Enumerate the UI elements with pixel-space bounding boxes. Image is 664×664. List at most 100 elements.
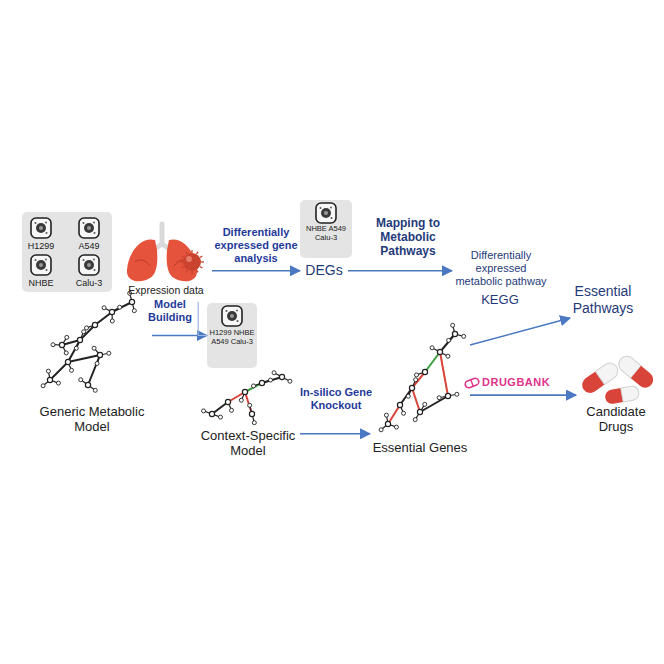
virus-spike [200,267,203,269]
network-link [412,388,420,412]
cell-icon [31,218,51,238]
network-leaf [462,334,466,338]
node-text: Context-Specific Model [196,428,300,459]
cell-icon [79,218,99,238]
step-label: Mapping to Metabolic Pathways [368,216,448,258]
network-leaf [65,335,69,339]
cell-icon [316,203,336,223]
network-leaf [56,381,60,385]
result-label: Essential Pathways [556,282,650,318]
flow-arrow [470,394,576,396]
network-illustration [41,291,136,392]
network-leaf [202,409,206,413]
network-node [65,359,70,364]
lung-illustration [127,224,197,281]
network-node [59,342,64,347]
network-leaf [384,413,388,417]
virus-spike [197,252,199,255]
network-leaf [79,378,83,382]
cell-panel [207,303,257,368]
cell-line-panel: H1299 A549NHBE Calu-3 [22,212,112,292]
network-leaf [252,421,256,425]
network-link [425,352,440,372]
network-leaf [92,346,96,350]
step-label: DRUGBANK [482,376,572,389]
network-node [417,409,422,414]
network-leaf [447,338,451,342]
network-link [440,352,448,396]
network-link [50,362,68,380]
network-link [245,392,252,414]
network-link [420,396,448,412]
step-label: Differentially expressed gene analysis [214,226,298,265]
virus-spike [182,256,185,258]
cell-icon [31,255,51,275]
network-node [225,399,230,404]
network-leaf [110,319,114,323]
network-illustration [379,323,466,431]
virus-spike [186,270,188,273]
virus-spike [180,261,183,262]
node-text: Candidate Drugs [576,404,656,435]
network-leaf [455,392,459,396]
network-model: Context-Specific Model [196,368,300,461]
network-leaf [46,369,50,373]
cell-line-panel: NHBE A549 Calu-3 [300,200,352,258]
result-label: Differentially expressed metabolic pathw… [452,248,550,292]
flow-arrow [348,270,452,272]
node-text: A549 [67,241,111,252]
network-leaf [437,396,441,400]
network-node [259,380,264,385]
network-node [85,382,90,387]
network-leaf [402,411,406,415]
drug-node: Candidate Drugs [576,352,656,438]
network-node [445,393,450,398]
network-node [249,411,254,416]
flow-arrow [470,318,570,345]
network-leaf [288,379,292,383]
network-link [440,334,455,352]
network-leaf [84,326,88,330]
node-text: Calu-3 [67,278,111,289]
network-node [452,331,457,336]
network-leaf [70,368,74,372]
network-leaf [414,373,418,377]
network-leaf [107,351,111,355]
network-link [95,312,112,325]
node-text: Expression data [120,284,212,296]
network-leaf [95,362,99,366]
network-leaf [82,330,86,334]
network-leaf [51,343,55,347]
network-leaf [446,354,450,358]
network-node [437,349,442,354]
network-leaf [414,378,418,382]
node-text: NHBE [19,278,63,289]
network-leaf [406,394,410,398]
network-leaf [251,384,255,388]
network-leaf [248,403,252,407]
virus-spike [191,250,192,253]
node-text: H1299 [19,241,63,252]
step-label: In-silico Gene Knockout [298,386,374,412]
flow-arrow [212,270,300,272]
lung-data-node: Expression data [120,222,212,302]
cell-icon [222,306,242,326]
step-label: KEGG [478,292,522,307]
network-leaf [451,323,455,327]
node-text: Essential Pathways [556,283,650,316]
network-node [129,299,134,304]
network-node [397,402,402,407]
network-leaf [272,371,276,375]
virus-icon [180,250,204,274]
network-link [88,355,100,385]
network-leaf [394,425,398,429]
network-leaf [239,398,243,402]
node-text: Essential Genes [370,440,470,455]
network-leaf [230,408,234,412]
network-node [409,385,414,390]
network-leaf [41,384,45,388]
network-model: Generic Metabolic Model [32,292,152,437]
network-leaf [218,415,222,419]
network-leaf [64,351,68,355]
result-label: DEGs [300,261,348,281]
